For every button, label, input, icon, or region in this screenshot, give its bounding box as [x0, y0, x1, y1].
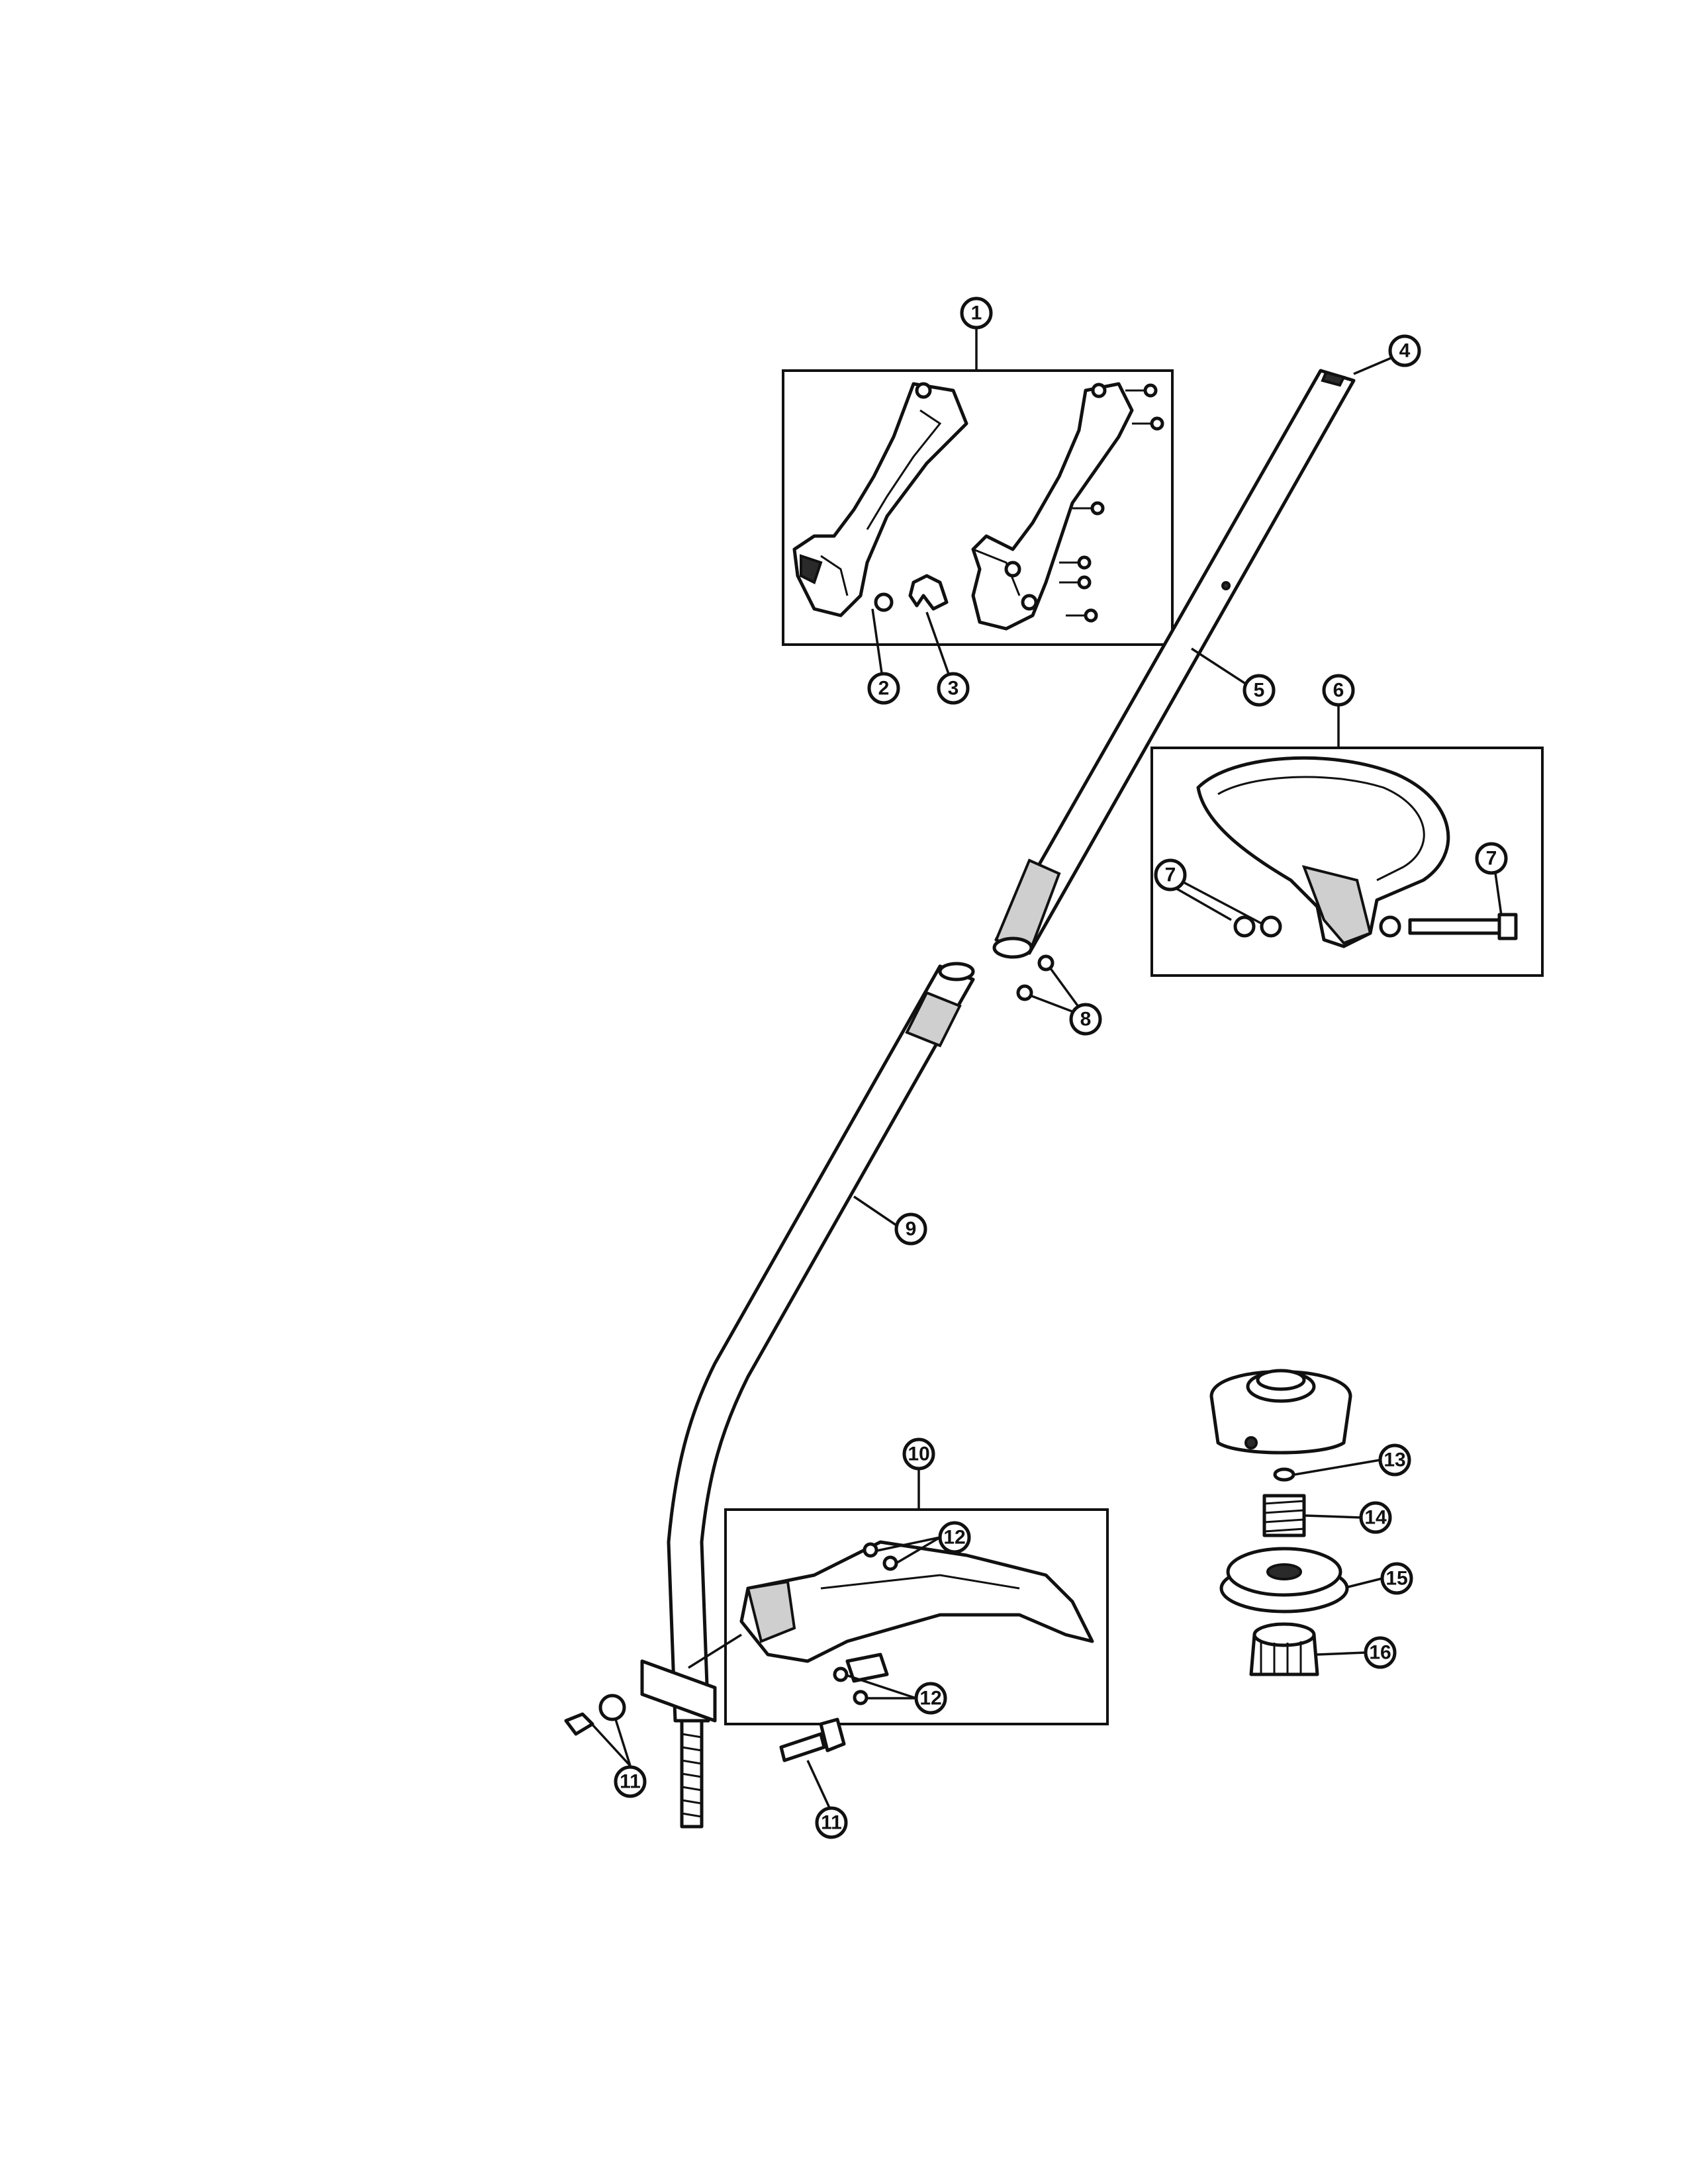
upper-shaft [992, 369, 1356, 959]
deflector-body [739, 1540, 1094, 1663]
callout-14: 14 [1359, 1501, 1392, 1534]
shaft-clamp [564, 1659, 717, 1736]
svg-text:5: 5 [1254, 680, 1265, 702]
guard-hardware [1233, 913, 1518, 940]
svg-text:15: 15 [1385, 1568, 1407, 1590]
callout-11-bottom: 11 [815, 1806, 848, 1839]
svg-text:12: 12 [919, 1688, 941, 1709]
svg-text:7: 7 [1486, 848, 1497, 870]
callout-15: 15 [1380, 1562, 1413, 1595]
callout-9: 9 [894, 1212, 927, 1246]
svg-text:9: 9 [906, 1218, 917, 1240]
callout-13: 13 [1378, 1443, 1411, 1477]
trigger-part [908, 574, 949, 611]
spool-spring [1262, 1494, 1306, 1537]
callout-12-top: 12 [938, 1521, 971, 1554]
spool-cover [1209, 1369, 1352, 1455]
shaft-screws [1016, 954, 1055, 1001]
drive-threaded-end [680, 1719, 704, 1829]
handle-left-half [792, 382, 968, 617]
callout-10: 10 [902, 1437, 935, 1471]
callout-4: 4 [1388, 334, 1421, 367]
svg-text:7: 7 [1165, 864, 1176, 886]
svg-text:11: 11 [821, 1812, 842, 1834]
svg-text:1: 1 [971, 302, 982, 324]
callout-12-bottom: 12 [914, 1682, 947, 1715]
svg-text:3: 3 [948, 678, 959, 700]
callout-6: 6 [1322, 674, 1355, 707]
svg-text:11: 11 [620, 1771, 641, 1793]
handle-assembly-box [782, 369, 1174, 646]
svg-text:2: 2 [878, 678, 890, 700]
callout-8: 8 [1069, 1003, 1102, 1036]
guard-assembly-box [1150, 747, 1544, 977]
deflector-bolt [779, 1717, 846, 1762]
washer-part [1273, 1467, 1295, 1482]
svg-text:8: 8 [1080, 1009, 1092, 1030]
grass-guard [1196, 756, 1450, 948]
bump-knob [1249, 1622, 1319, 1676]
svg-text:16: 16 [1369, 1642, 1391, 1664]
svg-text:13: 13 [1383, 1449, 1405, 1471]
callout-3: 3 [937, 672, 970, 705]
callout-1: 1 [960, 296, 993, 330]
handle-screws [1059, 383, 1164, 623]
callout-7-right: 7 [1475, 842, 1508, 875]
callout-5: 5 [1243, 674, 1276, 707]
callout-7-left: 7 [1154, 858, 1187, 891]
spring-part [874, 592, 894, 612]
deflector-screws [833, 1542, 898, 1706]
callout-11-left: 11 [614, 1765, 647, 1798]
deflector-assembly-box [724, 1508, 1109, 1725]
svg-text:14: 14 [1364, 1507, 1387, 1529]
callout-16: 16 [1364, 1636, 1397, 1669]
lower-shaft [667, 962, 975, 1723]
inner-reel [1219, 1547, 1349, 1614]
handle-right-half [971, 382, 1134, 631]
svg-text:12: 12 [943, 1527, 965, 1549]
callout-2: 2 [867, 672, 900, 705]
svg-text:6: 6 [1333, 680, 1344, 702]
svg-text:4: 4 [1399, 340, 1411, 362]
svg-text:10: 10 [908, 1443, 929, 1465]
